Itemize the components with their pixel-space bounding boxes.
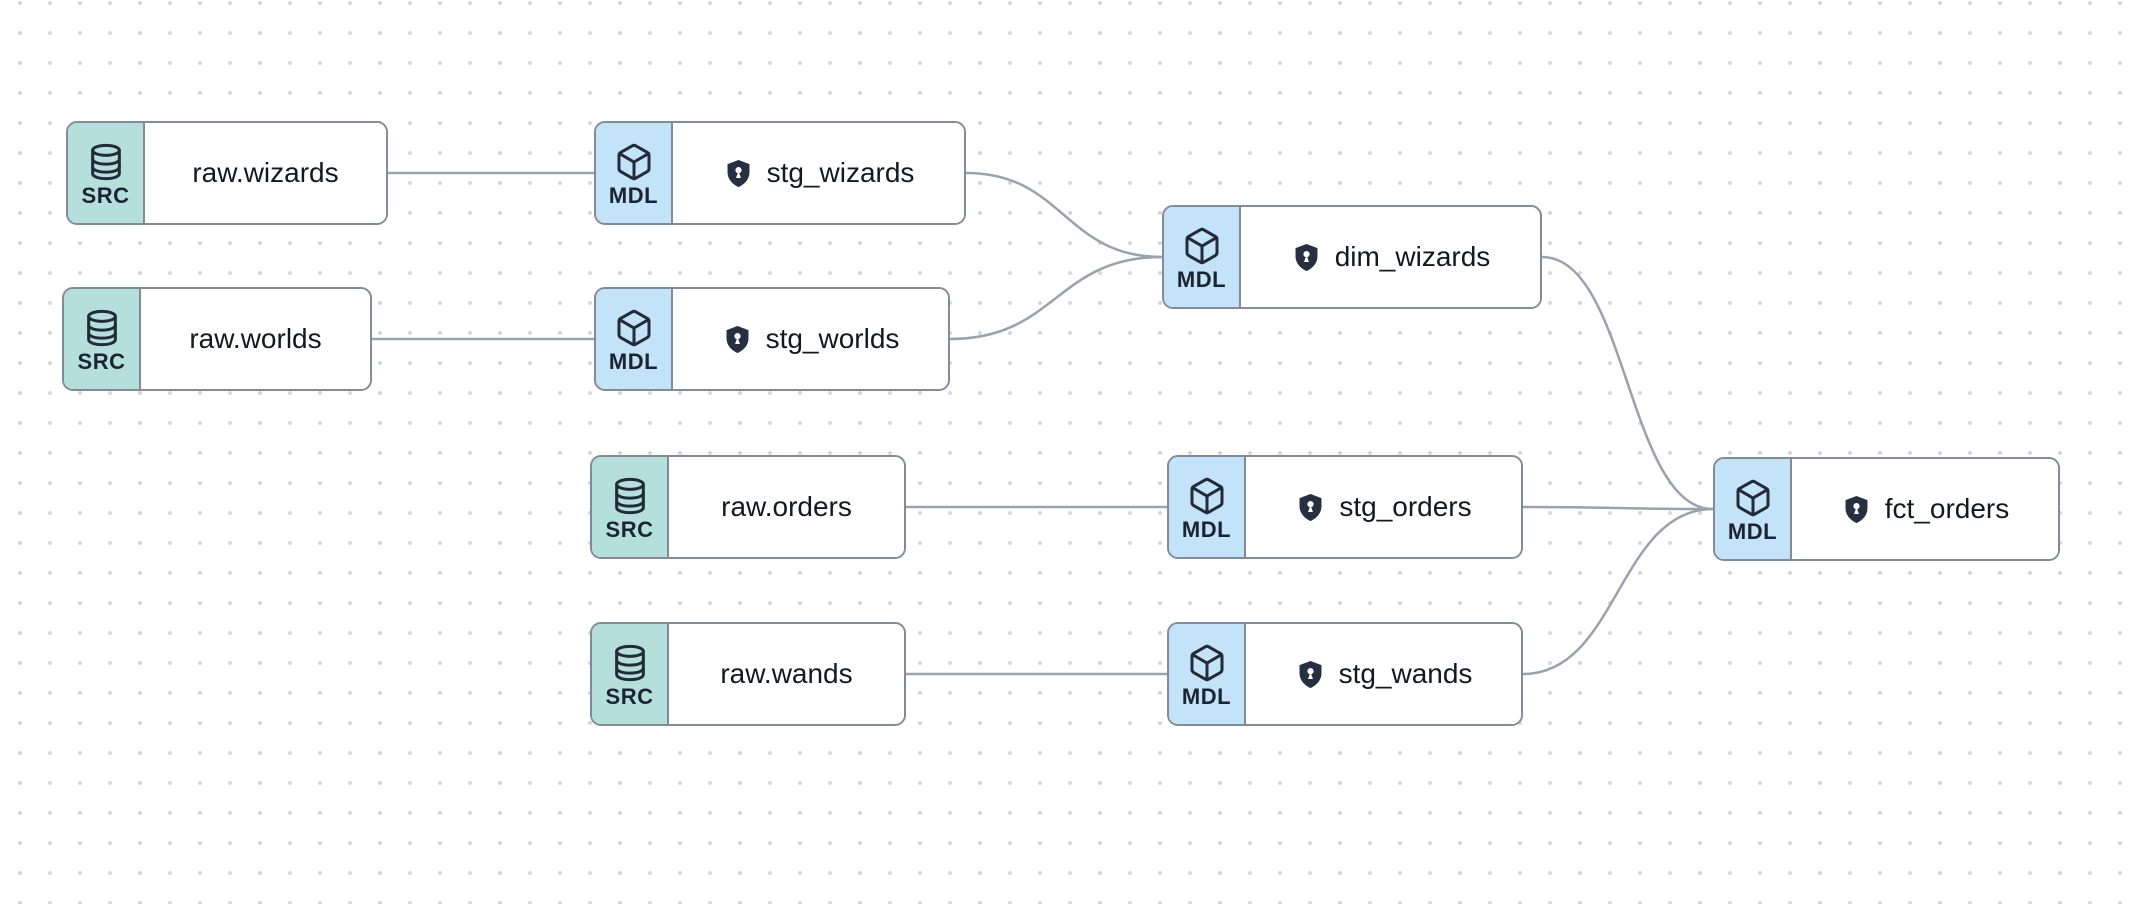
node-body: stg_wands: [1246, 624, 1521, 724]
node-type-badge-mdl: MDL: [1715, 459, 1792, 559]
node-type-label: SRC: [605, 683, 654, 709]
node-label: stg_worlds: [765, 323, 900, 354]
node-type-label: MDL: [1181, 683, 1232, 709]
shield-lock-icon: [1291, 242, 1322, 273]
edge-stg_wizards-dim_wizards: [964, 171, 1164, 259]
node-stg_wizards[interactable]: MDL stg_wizards: [594, 121, 966, 225]
node-type-badge-mdl: MDL: [1164, 207, 1241, 307]
node-type-label: SRC: [605, 516, 654, 542]
node-fct_orders[interactable]: MDL fct_orders: [1713, 457, 2060, 561]
cube-icon: [1733, 478, 1773, 518]
node-body: fct_orders: [1792, 459, 2058, 559]
cube-icon: [614, 308, 654, 348]
node-type-badge-src: SRC: [592, 624, 669, 724]
shield-lock-icon: [723, 158, 754, 189]
node-label: stg_orders: [1339, 491, 1472, 522]
shield-lock-icon: [1295, 492, 1326, 523]
node-label: raw.wands: [720, 658, 853, 689]
node-raw_wands[interactable]: SRC raw.wands: [590, 622, 906, 726]
node-type-badge-src: SRC: [592, 457, 669, 557]
node-body: raw.wands: [669, 624, 904, 724]
database-icon: [610, 643, 650, 683]
node-type-label: MDL: [1181, 516, 1232, 542]
node-raw_orders[interactable]: SRC raw.orders: [590, 455, 906, 559]
shield-lock-icon: [1841, 494, 1872, 525]
node-type-badge-src: SRC: [64, 289, 141, 389]
shield-lock-icon: [1295, 659, 1326, 690]
node-type-label: MDL: [1727, 518, 1778, 544]
node-body: dim_wizards: [1241, 207, 1540, 307]
node-label: raw.worlds: [189, 323, 322, 354]
node-stg_worlds[interactable]: MDL stg_worlds: [594, 287, 950, 391]
node-body: raw.wizards: [145, 123, 386, 223]
node-type-badge-mdl: MDL: [1169, 624, 1246, 724]
node-label: fct_orders: [1884, 493, 2010, 524]
node-body: stg_worlds: [673, 289, 948, 389]
node-type-badge-mdl: MDL: [1169, 457, 1246, 557]
cube-icon: [1187, 643, 1227, 683]
node-type-badge-mdl: MDL: [596, 289, 673, 389]
database-icon: [610, 476, 650, 516]
node-body: raw.worlds: [141, 289, 370, 389]
node-body: stg_wizards: [673, 123, 964, 223]
edge-stg_worlds-dim_wizards: [948, 255, 1164, 341]
node-type-label: MDL: [608, 348, 659, 374]
node-type-label: SRC: [81, 182, 130, 208]
node-raw_wizards[interactable]: SRC raw.wizards: [66, 121, 388, 225]
database-icon: [86, 142, 126, 182]
node-body: raw.orders: [669, 457, 904, 557]
node-type-label: MDL: [608, 182, 659, 208]
node-raw_worlds[interactable]: SRC raw.worlds: [62, 287, 372, 391]
cube-icon: [1182, 226, 1222, 266]
node-label: raw.wizards: [192, 157, 339, 188]
node-label: raw.orders: [721, 491, 852, 522]
node-type-badge-src: SRC: [68, 123, 145, 223]
edge-stg_wands-fct_orders: [1521, 507, 1715, 676]
node-type-label: MDL: [1176, 266, 1227, 292]
edge-stg_orders-fct_orders: [1521, 505, 1715, 511]
edge-dim_wizards-fct_orders: [1540, 255, 1715, 511]
cube-icon: [1187, 476, 1227, 516]
node-type-badge-mdl: MDL: [596, 123, 673, 223]
node-label: stg_wands: [1338, 658, 1473, 689]
node-label: stg_wizards: [766, 157, 915, 188]
node-label: dim_wizards: [1334, 241, 1491, 272]
node-dim_wizards[interactable]: MDL dim_wizards: [1162, 205, 1542, 309]
node-body: stg_orders: [1246, 457, 1521, 557]
node-type-label: SRC: [77, 348, 126, 374]
database-icon: [82, 308, 122, 348]
shield-lock-icon: [722, 324, 753, 355]
cube-icon: [614, 142, 654, 182]
node-stg_orders[interactable]: MDL stg_orders: [1167, 455, 1523, 559]
node-stg_wands[interactable]: MDL stg_wands: [1167, 622, 1523, 726]
